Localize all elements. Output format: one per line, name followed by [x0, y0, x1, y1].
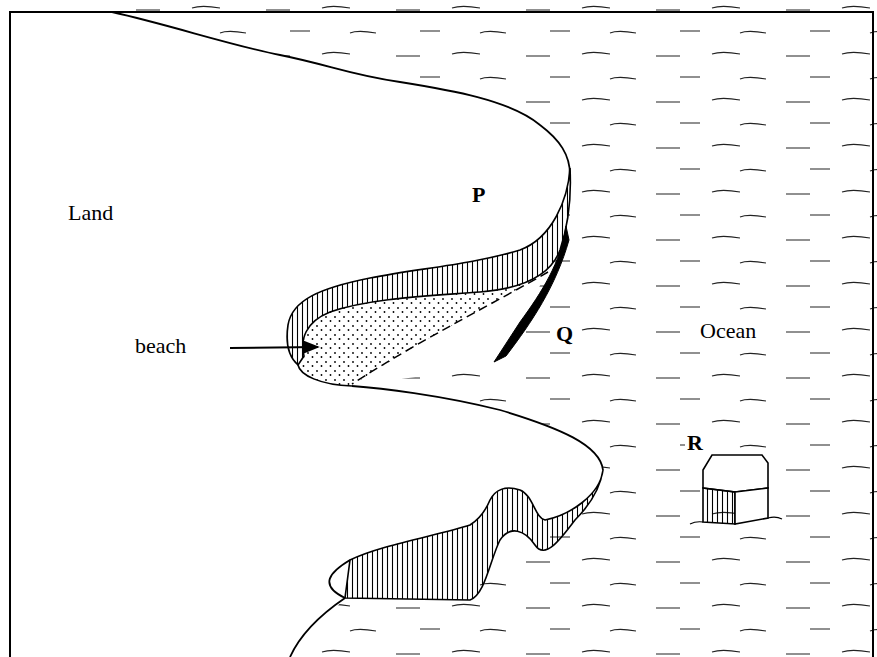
map-label: Q [554, 321, 575, 346]
cliff-face [345, 470, 603, 600]
stack-face [703, 488, 735, 524]
frame [10, 12, 873, 657]
stack-base [690, 517, 782, 524]
stack-top [703, 455, 768, 492]
coastline [290, 560, 350, 657]
leader-arrow [230, 347, 318, 348]
coastline [112, 12, 570, 175]
map-label: Ocean [698, 318, 758, 343]
coastline [352, 386, 603, 470]
map-label: Land [66, 200, 115, 225]
beach-area [298, 250, 560, 386]
beach-edge [298, 365, 352, 386]
map-label: R [685, 430, 705, 455]
map-label: P [470, 182, 487, 207]
stack-side [735, 488, 768, 524]
map-label: beach [133, 333, 188, 358]
